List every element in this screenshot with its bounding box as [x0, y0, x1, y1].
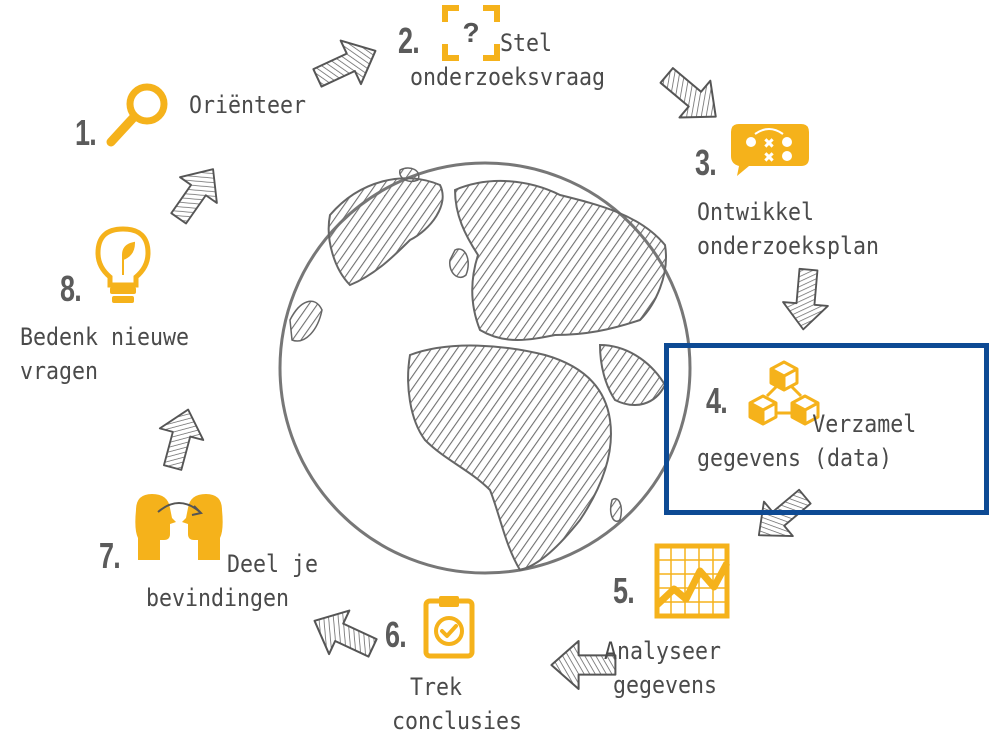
svg-text:?: ?: [462, 17, 479, 48]
landmass-europe: [453, 180, 667, 341]
magnifier-icon: [106, 83, 168, 147]
landmass-iceland: [399, 167, 420, 182]
step-5-number: 5.: [613, 570, 635, 611]
landmass-arabia: [598, 343, 667, 406]
step-7-label-line-1: Deel je: [227, 550, 319, 578]
step-4-number: 4.: [706, 380, 728, 421]
step-7-label: Deel je bevindingen: [146, 547, 318, 615]
landmass-west: [289, 300, 323, 342]
svg-text:✖: ✖: [763, 150, 775, 166]
step-6-label: Trek conclusies: [392, 670, 522, 738]
step-6-label-line-2: conclusies: [392, 707, 523, 735]
arrow-1-to-2: [306, 28, 387, 101]
step-4-highlight-box: [664, 343, 989, 515]
step-8-label-line-1: Bedenk nieuwe: [20, 323, 190, 351]
question-frame-icon: ?: [442, 5, 500, 61]
checklist-clipboard-icon: [423, 596, 475, 659]
arrow-7-to-8: [149, 402, 211, 475]
step-1-label-line-1: Oriënteer: [189, 91, 307, 119]
sharing-heads-icon: [135, 494, 223, 560]
landmass-uk: [449, 248, 469, 279]
arrow-3-to-4: [779, 266, 832, 333]
step-4-label-line-1: Verzamel: [812, 410, 917, 438]
step-1-number: 1.: [75, 112, 97, 153]
step-3-number: 3.: [695, 142, 717, 183]
step-3-label: Ontwikkel onderzoeksplan: [697, 195, 879, 263]
lightbulb-icon: [95, 226, 151, 303]
step-1-label: Oriënteer: [189, 88, 306, 122]
svg-text:✖: ✖: [763, 136, 775, 152]
step-6-label-line-1: Trek: [410, 673, 463, 701]
step-4-label: Verzamel gegevens (data): [697, 407, 916, 475]
landmass-madagascar: [609, 498, 623, 522]
step-7-number: 7.: [99, 535, 121, 576]
landmass-africa: [407, 344, 612, 572]
step-3-label-line-2: onderzoeksplan: [697, 232, 880, 260]
step-7-label-line-2: bevindingen: [146, 584, 290, 612]
line-chart-icon: [654, 543, 730, 619]
step-5-label: Analyseer gegevens: [604, 634, 721, 702]
step-8-label-line-2: vragen: [20, 357, 99, 385]
step-8-label: Bedenk nieuwe vragen: [20, 320, 189, 388]
step-2-number: 2.: [398, 20, 420, 61]
arrow-2-to-3: [650, 56, 733, 136]
step-4-label-line-2: gegevens (data): [697, 444, 893, 472]
step-5-label-line-2: gegevens: [613, 671, 718, 699]
step-5-label-line-1: Analyseer: [604, 637, 722, 665]
globe: [278, 161, 692, 575]
arrow-8-to-1: [159, 155, 233, 233]
strategy-bubble-icon: ✖ ✖: [731, 124, 809, 176]
step-3-label-line-1: Ontwikkel: [697, 198, 815, 226]
landmass-greenland: [327, 177, 444, 287]
step-8-number: 8.: [60, 268, 82, 309]
step-2-label-line-2: onderzoeksvraag: [410, 63, 606, 91]
cubes-icon: [748, 360, 820, 426]
step-2-label: Stel onderzoeksvraag: [410, 26, 605, 94]
step-6-number: 6.: [385, 614, 407, 655]
step-2-label-line-1: Stel: [500, 29, 553, 57]
